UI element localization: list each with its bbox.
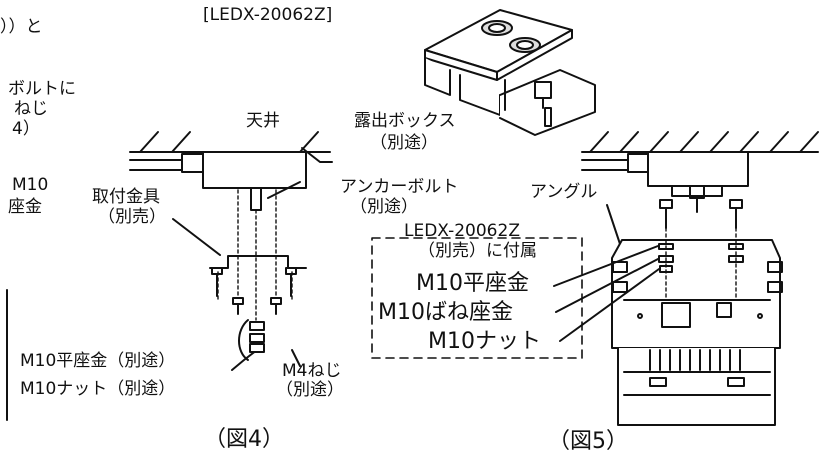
fig4-caption: （図4） <box>204 427 284 452</box>
left-text-line6: 座金 <box>8 197 42 217</box>
fig4-drawing <box>129 131 333 371</box>
accessory-sub: （別売）に付属 <box>418 241 537 261</box>
exposed-box-sub-label: （別途） <box>370 133 438 153</box>
anchor-bolt-sub-label: （別途） <box>350 197 418 217</box>
mounting-bracket <box>209 255 307 269</box>
anchor-bolt <box>250 187 262 211</box>
left-text-line3: ねじ <box>14 99 48 119</box>
washer-nut-label-2: M10ナット（別途） <box>20 379 176 399</box>
angle-label: アングル <box>530 182 598 202</box>
exposed-box-label: 露出ボックス <box>354 111 456 131</box>
anchor-bolt-label: アンカーボルト <box>340 177 459 197</box>
spring-washer-label: M10ばね座金 <box>378 300 513 325</box>
fig5-caption: （図5） <box>548 429 628 454</box>
left-text-line1: ））と <box>0 17 43 37</box>
exposed-box <box>202 151 307 189</box>
bracket-sub-label: （別売） <box>98 207 166 227</box>
left-text-line5: M10 <box>12 175 49 195</box>
left-text-line4: 4） <box>12 119 40 139</box>
accessory-dashed-box <box>371 237 583 359</box>
screw-label: M4ねじ <box>282 361 342 381</box>
nut-label: M10ナット <box>428 329 541 354</box>
ceiling-label: 天井 <box>246 111 280 131</box>
bracket-illustration <box>424 9 596 136</box>
left-text-line2: ボルトに <box>8 79 76 99</box>
model-label: [LEDX-20062Z] <box>203 5 333 25</box>
bracket-label: 取付金具 <box>92 187 160 207</box>
flat-washer-label: M10平座金 <box>416 271 529 296</box>
washer-nut-label-1: M10平座金（別途） <box>20 351 176 371</box>
fig5-ceiling-box <box>647 151 749 187</box>
fig5-drawing <box>553 131 819 426</box>
accessory-title: LEDX-20062Z <box>404 221 520 241</box>
fig5-fixture-body <box>611 239 781 349</box>
screw-sub-label: （別途） <box>276 380 344 400</box>
